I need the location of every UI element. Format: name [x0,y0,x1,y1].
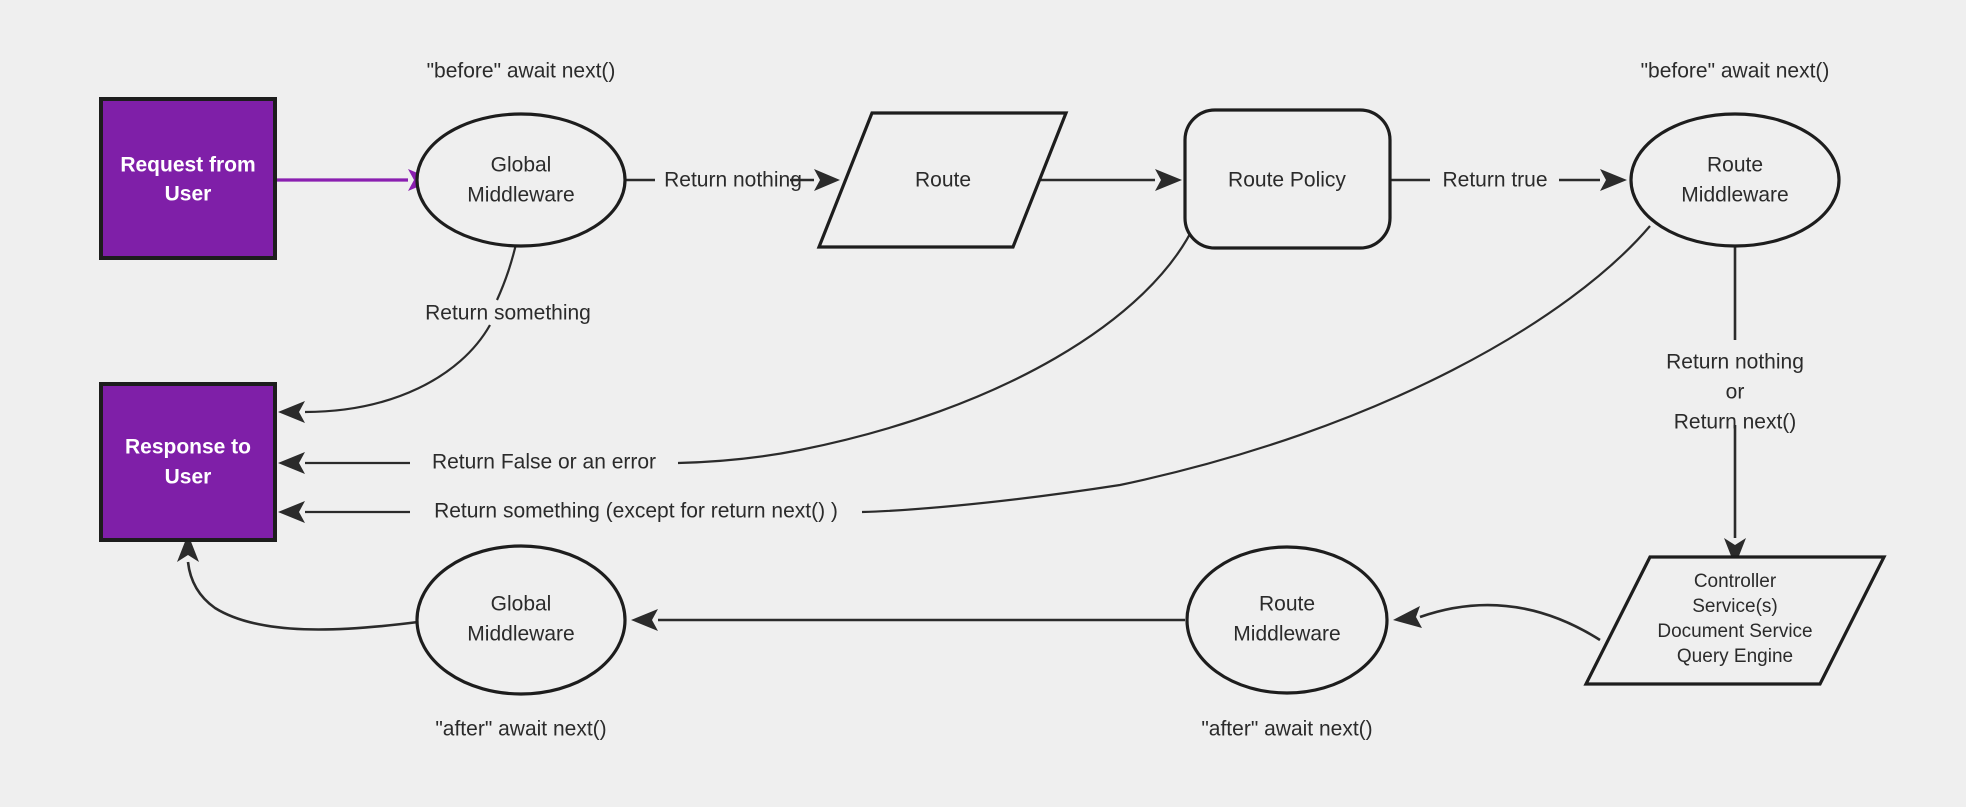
node-route[interactable]: Route [816,111,1069,249]
node-route-middleware-bottom[interactable]: Route Middleware [1185,545,1389,695]
edge-global-middleware-to-route [626,169,840,191]
global-middleware-top-label-line1: Global [491,154,552,177]
edge-route-policy-return-false [278,223,1196,474]
request-from-user-label-line2: User [165,183,212,206]
node-route-middleware-top[interactable]: Route Middleware [1629,112,1841,248]
edge-route-middleware-bottom-to-global-middleware-bottom [631,609,1185,631]
controller-label-line3: Document Service [1657,621,1812,642]
route-middleware-top-label-line1: Route [1707,154,1763,177]
global-middleware-bottom-label-line2: Middleware [467,623,574,646]
route-middleware-bottom-label-line1: Route [1259,593,1315,616]
route-middleware-top-label-line2: Middleware [1681,184,1788,207]
edge-route-policy-to-route-middleware [1390,169,1627,191]
edge-label-return-true: Return true [1442,169,1547,192]
edge-request-to-global-middleware [277,169,434,191]
global-middleware-bottom-label-line1: Global [491,593,552,616]
edge-label-return-nothing-or-next-1: Return nothing [1666,351,1804,374]
edge-label-return-something-top: Return something [425,302,591,325]
response-to-user-label-line2: User [165,466,212,489]
annotation-before-await-next-route-middleware: "before" await next() [1641,60,1830,83]
edge-controller-to-route-middleware-bottom [1393,603,1601,642]
edge-label-return-false-or-error: Return False or an error [432,451,656,474]
controller-label-line2: Service(s) [1692,596,1778,617]
request-from-user-label-line1: Request from [120,154,255,177]
edge-global-middleware-return-something [278,235,520,423]
edge-label-return-nothing: Return nothing [664,169,802,192]
route-middleware-bottom-label-line2: Middleware [1233,623,1340,646]
edge-label-return-nothing-or-next-3: Return next() [1674,411,1797,434]
edge-route-middleware-return-something-except [278,225,1651,523]
edge-route-middleware-to-controller [1724,246,1746,566]
annotation-after-await-next-route-middleware: "after" await next() [1201,718,1372,741]
node-request-from-user[interactable]: Request from User [99,97,277,260]
node-route-policy[interactable]: Route Policy [1183,108,1392,250]
controller-label-line4: Query Engine [1677,646,1793,667]
node-global-middleware-bottom[interactable]: Global Middleware [415,544,627,696]
edge-label-return-nothing-or-next-2: or [1726,381,1745,404]
route-policy-label: Route Policy [1228,169,1346,192]
controller-label-line1: Controller [1694,571,1777,592]
annotation-after-await-next-global: "after" await next() [435,718,606,741]
global-middleware-top-label-line2: Middleware [467,184,574,207]
route-label: Route [915,169,971,192]
edge-route-to-route-policy [1030,169,1182,191]
edge-label-return-something-except: Return something (except for return next… [434,500,838,523]
node-response-to-user[interactable]: Response to User [99,382,277,542]
node-global-middleware-top[interactable]: Global Middleware [415,112,627,248]
annotation-before-await-next-global: "before" await next() [427,60,616,83]
edge-global-middleware-bottom-to-response [177,534,419,631]
node-controller-services[interactable]: Controller Service(s) Document Service Q… [1583,555,1887,686]
response-to-user-label-line1: Response to [125,436,251,459]
